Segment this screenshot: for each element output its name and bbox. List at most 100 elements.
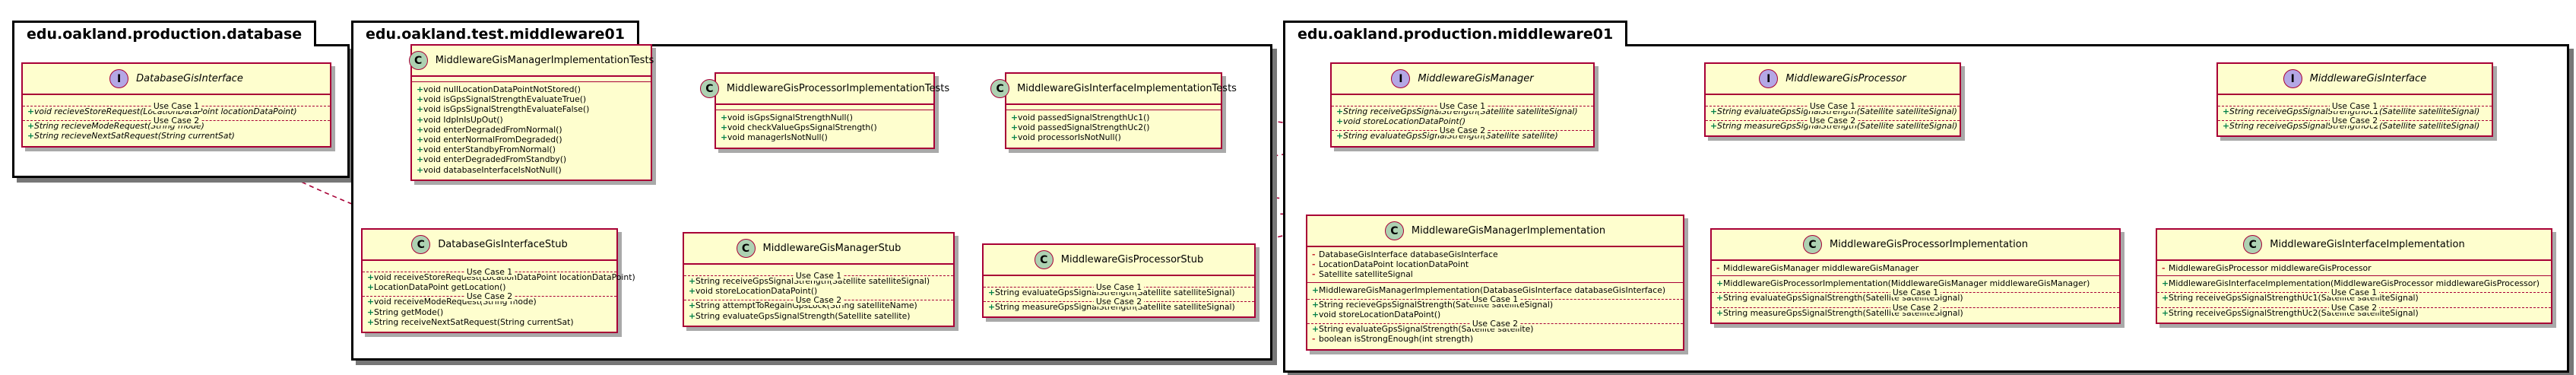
section-divider: Use Case 2 [1706,116,1960,126]
method-row: +String evaluateGpsSignalStrength(Satell… [988,288,1235,297]
method-row: +void isGpsSignalStrengthNull() [721,113,853,122]
method-row: +String measureGpsSignalStrength(Satelli… [1710,121,1958,132]
class-header: C MiddlewareGisInterfaceImplementation [2157,230,2551,261]
method-row: +String evaluateGpsSignalStrength(Satell… [1710,106,1957,116]
method-row: +String receiveGpsSignalStrength(Satelli… [689,276,930,286]
method-row: +void passedSignalStrengthUc2() [1011,122,1150,133]
method-row: +String evaluateGpsSignalStrength(Satell… [689,310,911,321]
class-stereotype-icon: C [2243,235,2263,254]
method-row: +void isGpsSignalStrengthEvaluateFalse() [417,104,590,115]
interface-stereotype-icon: I [109,69,129,88]
class-stereotype-icon: C [736,239,756,258]
method-row: +void storeLocationDataPoint() [1336,116,1466,127]
class-name: MiddlewareGisProcessor [1785,72,1906,84]
interface-middleware-gis-processor[interactable]: I MiddlewareGisProcessor Use Case 1 +Str… [1704,62,1961,138]
method-row: +String attemptToRegainGpsLock(String sa… [689,300,917,311]
class-header: C MiddlewareGisInterfaceImplementationTe… [990,74,1237,105]
method-row: +void nullLocationDataPointNotStored() [417,84,581,94]
class-manager-stub[interactable]: C MiddlewareGisManagerStub Use Case 1 +S… [683,232,955,327]
class-manager-implementation-tests[interactable]: C MiddlewareGisManagerImplementationTest… [408,44,654,181]
class-stereotype-icon: C [1384,221,1404,240]
class-header: C MiddlewareGisProcessorStub [984,245,1254,276]
class-header: C MiddlewareGisProcessorImplementation [1712,230,2119,261]
section-divider: Use Case 2 [23,116,330,126]
class-name: MiddlewareGisInterfaceImplementationTest… [1017,82,1237,94]
class-stereotype-icon: C [408,51,428,70]
class-interface-implementation-tests[interactable]: C MiddlewareGisInterfaceImplementationTe… [990,72,1237,149]
method-row: +void enterDegradedFromStandby() [417,154,567,165]
class-name: DatabaseGisInterfaceStub [438,238,568,250]
method-row: +void processorIsNotNull() [1011,132,1121,143]
method-row: +void managerIsNotNull() [721,132,828,143]
method-row: +String getMode() [367,307,444,317]
interface-stereotype-icon: I [1759,69,1779,88]
method-row: +void enterDegradedFromNormal() [417,124,562,135]
class-header: I MiddlewareGisInterface [2218,64,2492,95]
constructor-row: +MiddlewareGisProcessorImplementation(Mi… [1716,278,2090,289]
method-row: +void IdpInIsUpOut() [417,114,503,125]
class-processor-stub[interactable]: C MiddlewareGisProcessorStub Use Case 1 … [982,243,1256,319]
method-row: +void databaseInterfaceIsNotNull() [417,164,562,175]
class-processor-implementation-tests[interactable]: C MiddlewareGisProcessorImplementationTe… [699,72,949,149]
class-name: MiddlewareGisManagerStub [762,242,901,254]
section-divider: Use Case 2 [1332,126,1593,136]
method-row: +String measureGpsSignalStrength(Satelli… [988,302,1235,313]
method-row: +String recieveNextSatRequest(String cur… [27,131,235,141]
class-header: I DatabaseGisInterface [23,64,330,95]
class-name: MiddlewareGisProcessorImplementationTest… [726,82,950,94]
class-name: MiddlewareGisManagerImplementation [1411,224,1606,237]
package-label: edu.oakland.production.middleware01 [1283,21,1628,46]
section-divider: Use Case 2 [984,297,1254,307]
class-name: MiddlewareGisInterfaceImplementation [2270,238,2465,250]
class-header: C DatabaseGisInterfaceStub [363,230,616,261]
class-name: MiddlewareGisProcessorStub [1060,253,1204,265]
class-header: C MiddlewareGisProcessorImplementationTe… [699,74,949,105]
class-stereotype-icon: C [1034,250,1054,269]
method-row: +void passedSignalStrengthUc1() [1011,113,1150,122]
package-label: edu.oakland.production.database [12,21,317,46]
class-manager-implementation[interactable]: C MiddlewareGisManagerImplementation -Da… [1306,215,1684,351]
class-processor-implementation[interactable]: C MiddlewareGisProcessorImplementation -… [1710,228,2121,324]
method-row: +String receiveNextSatRequest(String cur… [367,316,574,327]
class-header: I MiddlewareGisProcessor [1706,64,1960,95]
class-database-gis-interface-stub[interactable]: C DatabaseGisInterfaceStub Use Case 1 +v… [361,228,635,334]
method-row: +String evaluateGpsSignalStrength(Satell… [1336,131,1558,141]
method-row: +void storeLocationDataPoint() [1312,310,1441,320]
field-row: -MiddlewareGisProcessor middlewareGisPro… [2162,263,2372,273]
class-name: MiddlewareGisManagerImplementationTests [435,54,654,66]
class-header: C MiddlewareGisManagerImplementationTest… [408,46,654,77]
constructor-row: +MiddlewareGisManagerImplementation(Data… [1312,284,1666,295]
field-row: -DatabaseGisInterface databaseGisInterfa… [1312,249,1498,259]
section-divider: Use Case 1 [684,271,953,281]
interface-middleware-gis-manager[interactable]: I MiddlewareGisManager Use Case 1 +Strin… [1330,62,1595,148]
field-row: -MiddlewareGisManager middlewareGisManag… [1716,263,1919,273]
class-stereotype-icon: C [699,79,719,98]
interface-stereotype-icon: I [2283,69,2302,88]
method-row: +void recieveStoreRequest(LocationDataPo… [27,106,297,116]
constructor-row: +MiddlewareGisInterfaceImplementation(Mi… [2162,278,2540,289]
section-divider: Use Case 1 [2157,288,2551,298]
realization-db-stub [249,155,423,233]
section-divider: Use Case 1 [1712,288,2119,298]
class-interface-implementation[interactable]: C MiddlewareGisInterfaceImplementation -… [2156,228,2552,324]
class-header: I MiddlewareGisManager [1332,64,1593,95]
class-name: DatabaseGisInterface [136,72,243,84]
interface-database-gis-interface[interactable]: I DatabaseGisInterface Use Case 1 +void … [21,62,331,148]
field-row: -Satellite satelliteSignal [1312,269,1413,280]
package-label: edu.oakland.test.middleware01 [351,21,639,46]
interface-middleware-gis-interface[interactable]: I MiddlewareGisInterface Use Case 1 +Str… [2216,62,2493,138]
method-row: +void enterStandbyFromNormal() [417,145,556,155]
class-header: C MiddlewareGisManagerStub [684,234,953,265]
method-row: +String receiveGpsSignalStrengthUc1(Sate… [2223,106,2480,116]
class-stereotype-icon: C [1803,235,1823,254]
field-row: -LocationDataPoint locationDataPoint [1312,259,1469,270]
method-row: +void checkValueGpsSignalStrength() [721,122,877,133]
section-divider: Use Case 2 [1712,302,2119,313]
section-divider: Use Case 1 [1307,294,1683,304]
section-divider: Use Case 2 [2157,302,2551,313]
section-divider: Use Case 2 [1307,319,1683,329]
class-name: MiddlewareGisInterface [2309,72,2427,84]
method-row: +void storeLocationDataPoint() [689,286,818,297]
section-divider: Use Case 1 [984,282,1254,292]
